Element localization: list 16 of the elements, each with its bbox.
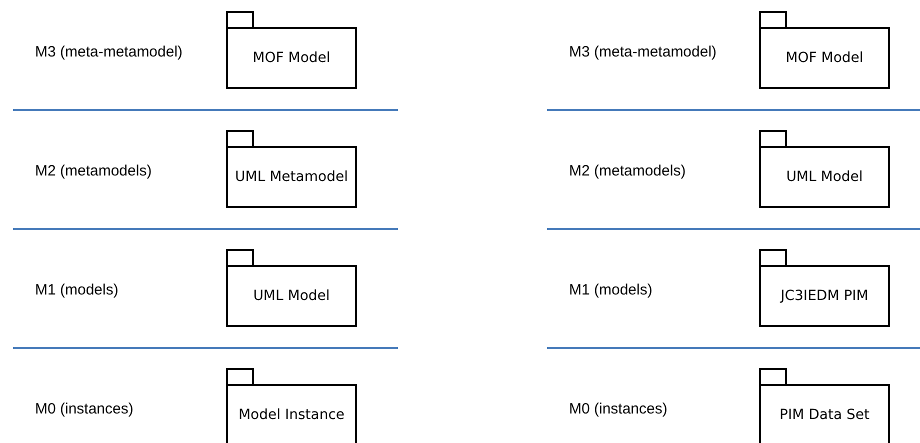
package-box: MOF Model [759,11,890,89]
package-box: Model Instance [226,368,357,443]
package-box: PIM Data Set [759,368,890,443]
package-box: JC3IEDM PIM [759,249,890,327]
layer-label: M3 (meta-metamodel) [569,44,717,60]
layer-label: M1 (models) [569,282,652,298]
package-box: UML Model [759,130,890,208]
package-box: MOF Model [226,11,357,89]
layer-label: M0 (instances) [569,400,668,418]
package-box: UML Metamodel [226,130,357,208]
package-box: UML Model [226,249,357,327]
layer-label: M2 (metamodels) [569,162,686,180]
layer-label: M2 (metamodels) [35,162,152,180]
layer-label: M0 (instances) [35,400,134,418]
layer-label: M3 (meta-metamodel) [35,44,183,60]
layer-label: M1 (models) [35,282,118,298]
